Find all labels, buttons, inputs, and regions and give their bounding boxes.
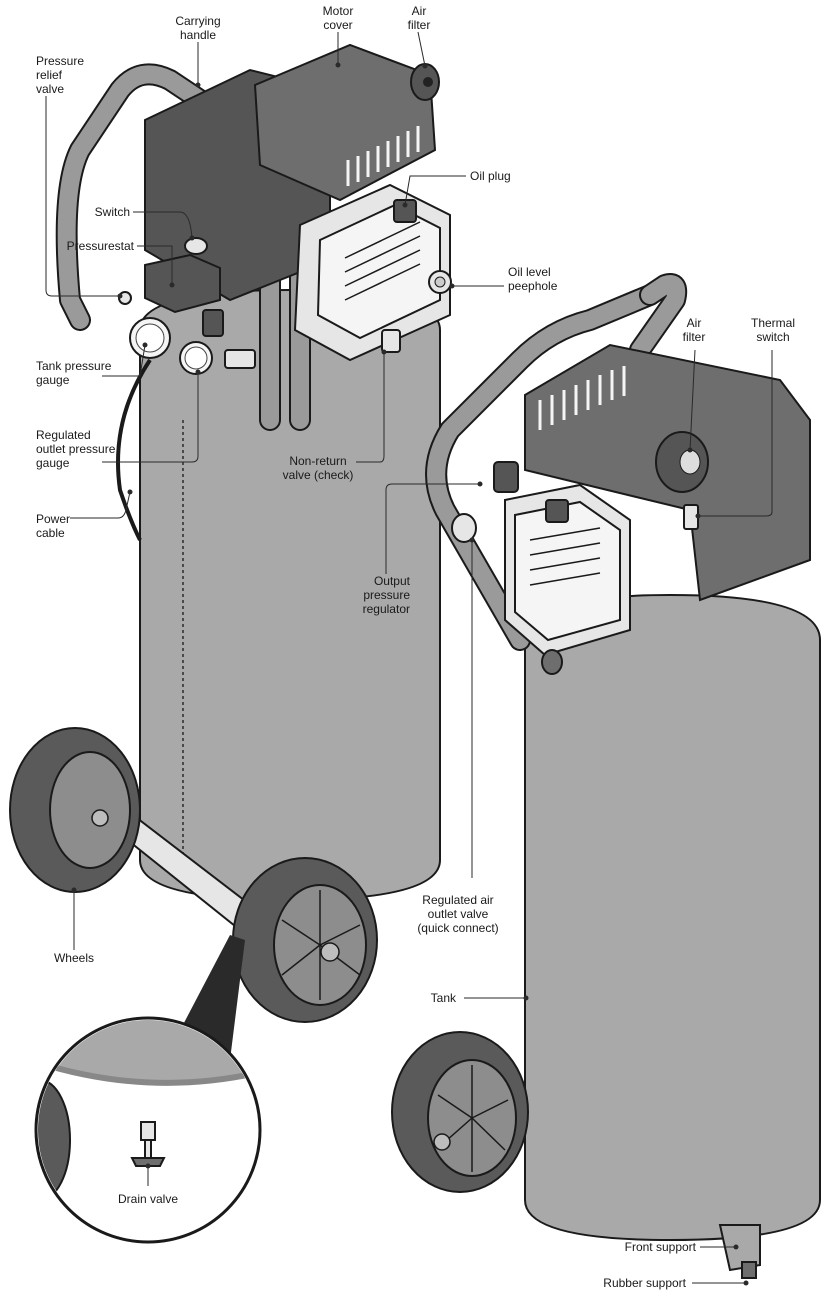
rubber-support — [741, 1261, 757, 1279]
right-pump-head — [504, 483, 631, 657]
right-tank — [524, 593, 821, 1242]
label-wheels: Wheels — [53, 951, 94, 965]
label-output-pressure-regulator: Output pressure regulator — [362, 574, 410, 616]
label-oil-plug: Oil plug — [470, 169, 511, 183]
output-pressure-regulator[interactable] — [493, 461, 519, 493]
leader-lines — [45, 31, 773, 1286]
right-compressor — [391, 273, 821, 1279]
switch-knob[interactable] — [184, 237, 208, 255]
label-regulated-air-outlet-valve: Regulated air outlet valve (quick connec… — [417, 893, 499, 935]
right-carrying-handle[interactable] — [425, 273, 688, 651]
label-regulated-outlet-pressure-gauge: Regulated outlet pressure gauge — [36, 428, 116, 470]
left-motor-cover — [253, 43, 437, 202]
pressurestat — [144, 253, 221, 314]
power-cable — [116, 358, 152, 541]
rear-wheel — [9, 727, 141, 893]
label-tank-pressure-gauge: Tank pressure gauge — [36, 359, 112, 387]
label-rubber-support: Rubber support — [603, 1276, 686, 1290]
oil-plug — [393, 199, 417, 223]
label-front-support: Front support — [624, 1240, 696, 1254]
label-switch: Switch — [94, 205, 130, 219]
label-oil-level-peephole: Oil level peephole — [508, 265, 558, 293]
left-pump-head — [293, 183, 451, 362]
label-drain-valve: Drain valve — [117, 1192, 179, 1206]
front-wheel — [232, 857, 378, 1023]
label-power-cable: Power cable — [36, 512, 71, 540]
drain-valve-detail — [34, 935, 262, 1244]
right-wheel — [391, 1031, 529, 1193]
quick-connect[interactable] — [451, 513, 477, 543]
label-air-filter-right: Air filter — [682, 316, 706, 344]
front-support — [718, 1224, 761, 1272]
label-carrying-handle: Carrying handle — [175, 14, 221, 42]
left-compressor — [9, 43, 452, 1023]
non-return-valve — [381, 329, 401, 353]
label-non-return-valve: Non-return valve (check) — [282, 454, 354, 482]
label-air-filter-top: Air filter — [407, 4, 431, 32]
label-thermal-switch: Thermal switch — [750, 316, 795, 344]
label-motor-cover: Motor cover — [322, 4, 354, 32]
label-pressurestat: Pressurestat — [66, 239, 134, 253]
drain-valve[interactable] — [140, 1121, 156, 1141]
label-pressure-relief-valve: Pressure relief valve — [36, 54, 85, 96]
label-tank: Tank — [430, 991, 456, 1005]
